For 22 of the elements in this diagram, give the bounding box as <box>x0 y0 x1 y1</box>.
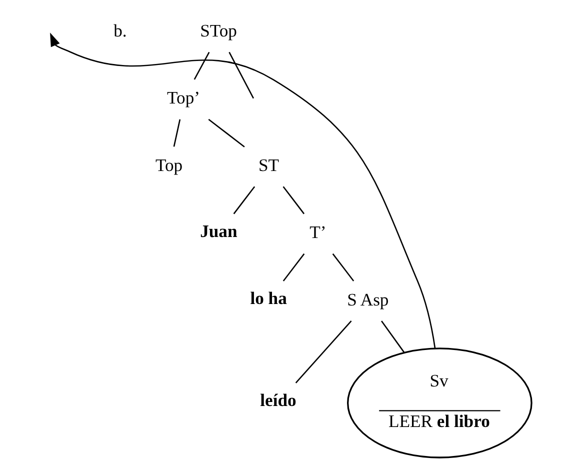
connector <box>228 52 254 99</box>
connector <box>193 52 210 80</box>
arrow <box>50 32 436 349</box>
connector <box>282 253 304 282</box>
node-text: leído <box>260 390 296 410</box>
node-text: Juan <box>200 220 237 241</box>
connector <box>282 186 304 214</box>
node-text: lo ha <box>250 288 286 308</box>
connector <box>380 320 404 353</box>
node-text: T’ <box>309 222 326 242</box>
connector <box>332 253 354 282</box>
connector <box>294 320 352 384</box>
node-text: Top’ <box>166 88 200 108</box>
node-text: ST <box>258 154 279 175</box>
connector <box>208 118 244 148</box>
connector <box>232 186 255 214</box>
node-text: Top <box>154 154 182 175</box>
node-text: STop <box>200 20 237 40</box>
label: b. <box>113 20 126 40</box>
node-ellipse: Sv LEER el libro <box>346 348 532 458</box>
connector <box>172 119 180 147</box>
node-text: S Asp <box>346 289 388 310</box>
